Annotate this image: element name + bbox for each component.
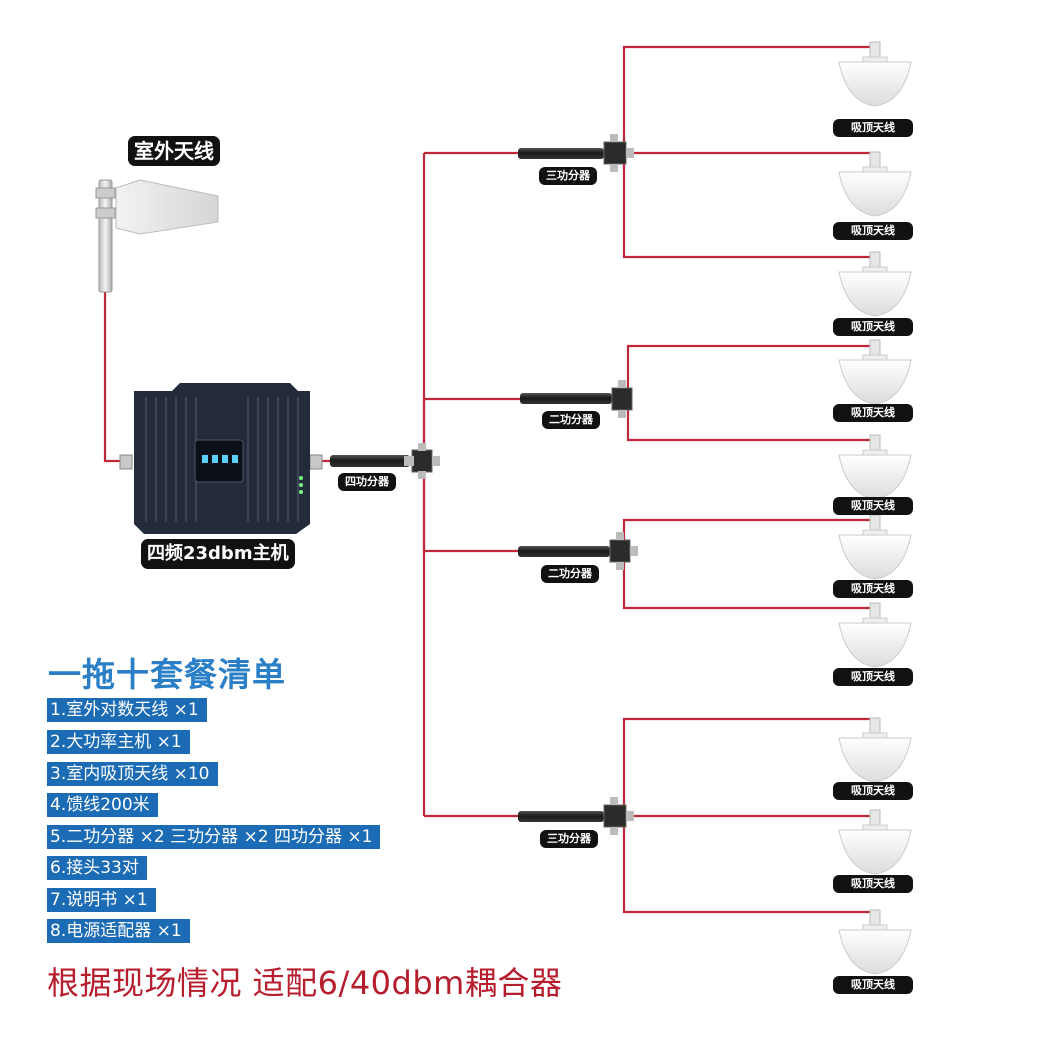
ceiling-antenna-label: 吸顶天线	[833, 404, 913, 422]
footer-note: 根据现场情况 适配6/40dbm耦合器	[47, 964, 563, 1002]
ceiling-antenna-icon	[838, 151, 912, 217]
package-item: 3.室内吸顶天线 ×10	[47, 762, 218, 786]
ceiling-antenna-label: 吸顶天线	[833, 668, 913, 686]
cable-s2a-branches	[626, 344, 876, 442]
three-way-splitter-label: 三功分器	[539, 167, 597, 185]
host-label: 四频23dbm主机	[141, 539, 295, 569]
cable-to-splitter2-a	[422, 397, 520, 461]
ceiling-antenna-icon	[838, 809, 912, 875]
three-way-splitter-top-icon	[518, 134, 634, 172]
ceiling-antenna-label: 吸顶天线	[833, 497, 913, 515]
package-item: 4.馈线200米	[47, 793, 158, 817]
two-way-splitter-label: 二功分器	[542, 411, 600, 429]
ceiling-antenna-label: 吸顶天线	[833, 782, 913, 800]
ceiling-antenna-icon	[838, 909, 912, 975]
cable-s3bottom-branches	[622, 717, 876, 914]
ceiling-antenna-label: 吸顶天线	[833, 580, 913, 598]
three-way-splitter-label: 三功分器	[540, 830, 598, 848]
outdoor-antenna-label: 室外天线	[128, 136, 220, 166]
host-unit-icon	[119, 383, 323, 534]
package-item: 1.室外对数天线 ×1	[47, 698, 207, 722]
ceiling-antenna-icon	[838, 339, 912, 405]
ceiling-antenna-label: 吸顶天线	[833, 318, 913, 336]
package-title: 一拖十套餐清单	[48, 655, 286, 694]
ceiling-antenna-icon	[838, 717, 912, 783]
ceiling-antenna-icon	[838, 41, 912, 107]
package-item: 6.接头33对	[47, 856, 147, 880]
package-item: 2.大功率主机 ×1	[47, 730, 190, 754]
ceiling-antenna-label: 吸顶天线	[833, 875, 913, 893]
package-item: 5.二功分器 ×2 三功分器 ×2 四功分器 ×1	[47, 825, 381, 849]
ceiling-antenna-icon	[838, 602, 912, 668]
three-way-splitter-bottom-icon	[518, 797, 634, 835]
four-way-splitter-icon	[330, 443, 440, 479]
four-way-splitter-label: 四功分器	[338, 473, 396, 491]
two-way-splitter-label: 二功分器	[541, 565, 599, 583]
package-item: 7.说明书 ×1	[47, 888, 156, 912]
ceiling-antenna-icon	[838, 434, 912, 500]
package-item: 8.电源适配器 ×1	[47, 919, 190, 943]
ceiling-antenna-icon	[838, 514, 912, 580]
cable-to-splitter2-b	[422, 461, 518, 553]
two-way-splitter-b-icon	[518, 532, 638, 570]
ceiling-antenna-label: 吸顶天线	[833, 976, 913, 994]
two-way-splitter-a-icon	[520, 380, 633, 418]
ceiling-antenna-icon	[838, 251, 912, 317]
ceiling-antenna-label: 吸顶天线	[833, 222, 913, 240]
cable-s3top-branches	[622, 45, 876, 259]
feeder-cables	[103, 45, 876, 914]
outdoor-antenna-icon	[95, 179, 219, 293]
ceiling-antenna-label: 吸顶天线	[833, 119, 913, 137]
cable-outdoor-to-host	[103, 285, 122, 463]
